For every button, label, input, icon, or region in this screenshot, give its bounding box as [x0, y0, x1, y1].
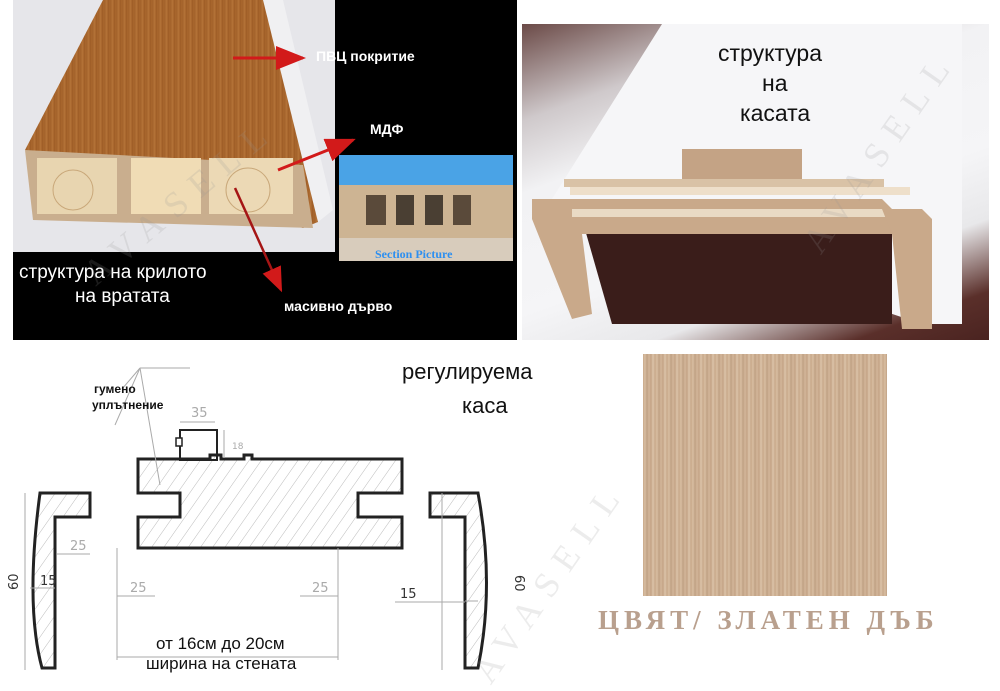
frame-photo: [532, 24, 962, 329]
wall-width-caption: ширина на стената: [146, 654, 297, 673]
dim-slot-left: 25: [130, 581, 147, 596]
callout-solid-wood: масивно дърво: [284, 298, 393, 314]
adjustable-label-line2: каса: [462, 393, 508, 418]
door-leaf-title-line1: структура на крилото: [19, 262, 207, 283]
frame-title-line2: на: [762, 70, 788, 96]
dim-right-thickness: 15: [400, 587, 417, 602]
dim-seal-height: 18: [232, 442, 244, 452]
dim-right-height: 60: [511, 575, 526, 592]
cross-section-diagram: 35 18 25 15 60 25 25 15 60: [7, 367, 526, 670]
section-picture-label: Section Picture: [375, 247, 453, 261]
door-leaf-photo: [25, 0, 513, 293]
seal-label-line1: гумено: [94, 382, 136, 396]
color-caption: ЦВЯТ/ ЗЛАТЕН ДЪБ: [598, 605, 939, 635]
adjustable-frame-drawing: 35 18 25 15 60 25 25 15 60 гумено уплътн…: [0, 345, 620, 689]
door-leaf-title-line2: на вратата: [75, 286, 170, 307]
frame-title-line3: касата: [740, 100, 811, 126]
door-leaf-structure-panel: Section Picture ПВЦ покритие МДФ масивно…: [13, 0, 517, 340]
frame-title-line1: структура: [718, 40, 823, 66]
dim-left-flange: 25: [70, 539, 87, 554]
dim-slot-right: 25: [312, 581, 329, 596]
seal-label-line2: уплътнение: [92, 398, 164, 412]
dim-seal-width: 35: [191, 406, 208, 421]
golden-oak-swatch: [643, 354, 887, 596]
dim-left-thickness: 15: [40, 574, 57, 589]
adjustable-label-line1: регулируема: [402, 359, 533, 384]
callout-mdf: МДФ: [370, 121, 404, 137]
frame-structure-panel: структура на касата: [522, 24, 989, 340]
dim-left-height: 60: [7, 573, 22, 590]
callout-pvc-coating: ПВЦ покритие: [316, 48, 415, 64]
wall-width-range: от 16см до 20см: [156, 634, 285, 653]
